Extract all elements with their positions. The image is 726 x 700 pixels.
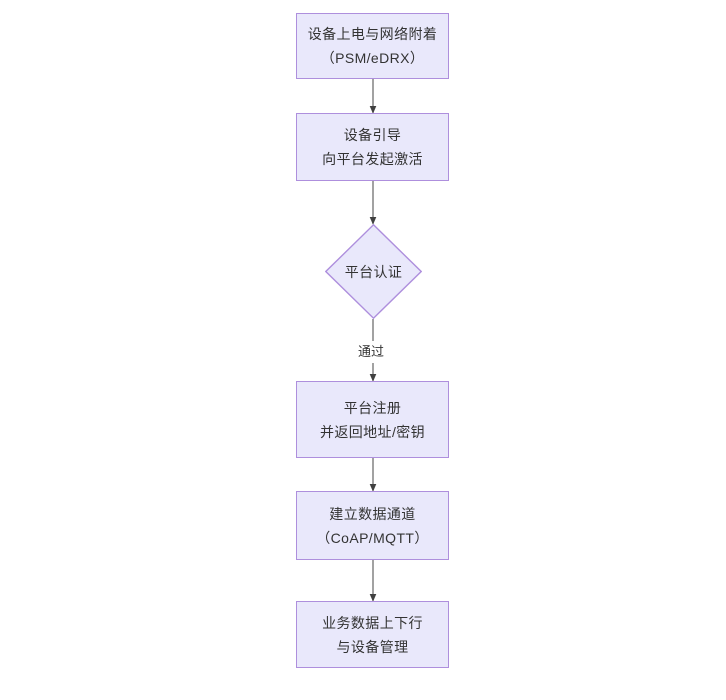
diamond-shape <box>325 224 422 319</box>
node-line: 业务数据上下行 <box>322 614 423 631</box>
node-line: 平台注册 <box>343 399 402 416</box>
node-platform-registration[interactable]: 平台注册 并返回地址/密钥 <box>296 381 449 458</box>
node-business-data-and-device-management[interactable]: 业务数据上下行 与设备管理 <box>296 601 449 668</box>
node-establish-data-channel[interactable]: 建立数据通道 （CoAP/MQTT） <box>296 491 449 560</box>
decision-label: 平台认证 <box>344 263 403 280</box>
node-line: 与设备管理 <box>336 638 409 655</box>
node-device-power-on[interactable]: 设备上电与网络附着 （PSM/eDRX） <box>296 13 449 79</box>
node-line: 设备引导 <box>343 127 402 143</box>
node-line: 并返回地址/密钥 <box>319 423 426 440</box>
node-line: 建立数据通道 <box>329 505 416 522</box>
edge-label-pass: 通过 <box>355 341 388 363</box>
node-line: 设备上电与网络附着 <box>307 26 438 42</box>
node-line: 向平台发起激活 <box>322 151 423 167</box>
node-line: （PSM/eDRX） <box>320 50 425 66</box>
node-device-bootstrap[interactable]: 设备引导 向平台发起激活 <box>296 113 449 181</box>
decision-platform-authentication[interactable]: 平台认证 <box>325 224 422 319</box>
node-line: （CoAP/MQTT） <box>316 529 429 546</box>
